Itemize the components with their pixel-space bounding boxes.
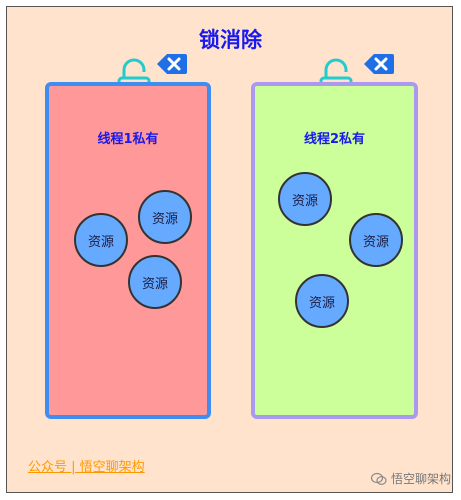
thread2-resource: 资源 xyxy=(349,213,403,267)
thread2-box: 线程2私有 资源 资源 资源 xyxy=(251,82,418,419)
x-badge-icon xyxy=(157,54,187,74)
thread1-resource: 资源 xyxy=(138,190,192,244)
thread1-label: 线程1私有 xyxy=(97,132,159,147)
watermark-text: 悟空聊架构 xyxy=(391,472,452,486)
thread1-resource: 资源 xyxy=(74,213,128,267)
thread2-label: 线程2私有 xyxy=(303,132,366,147)
wechat-icon xyxy=(371,472,387,485)
thread1-box: 线程1私有 资源 资源 资源 xyxy=(45,82,211,419)
diagram-title: 锁消除 xyxy=(199,28,262,52)
x-badge-icon xyxy=(364,54,394,74)
thread2-resource: 资源 xyxy=(278,172,332,226)
watermark: 悟空聊架构 xyxy=(371,470,451,487)
thread2-resource: 资源 xyxy=(295,274,349,328)
thread1-resource: 资源 xyxy=(128,255,182,309)
footer-link[interactable]: 公众号 | 悟空聊架构 xyxy=(28,460,145,475)
